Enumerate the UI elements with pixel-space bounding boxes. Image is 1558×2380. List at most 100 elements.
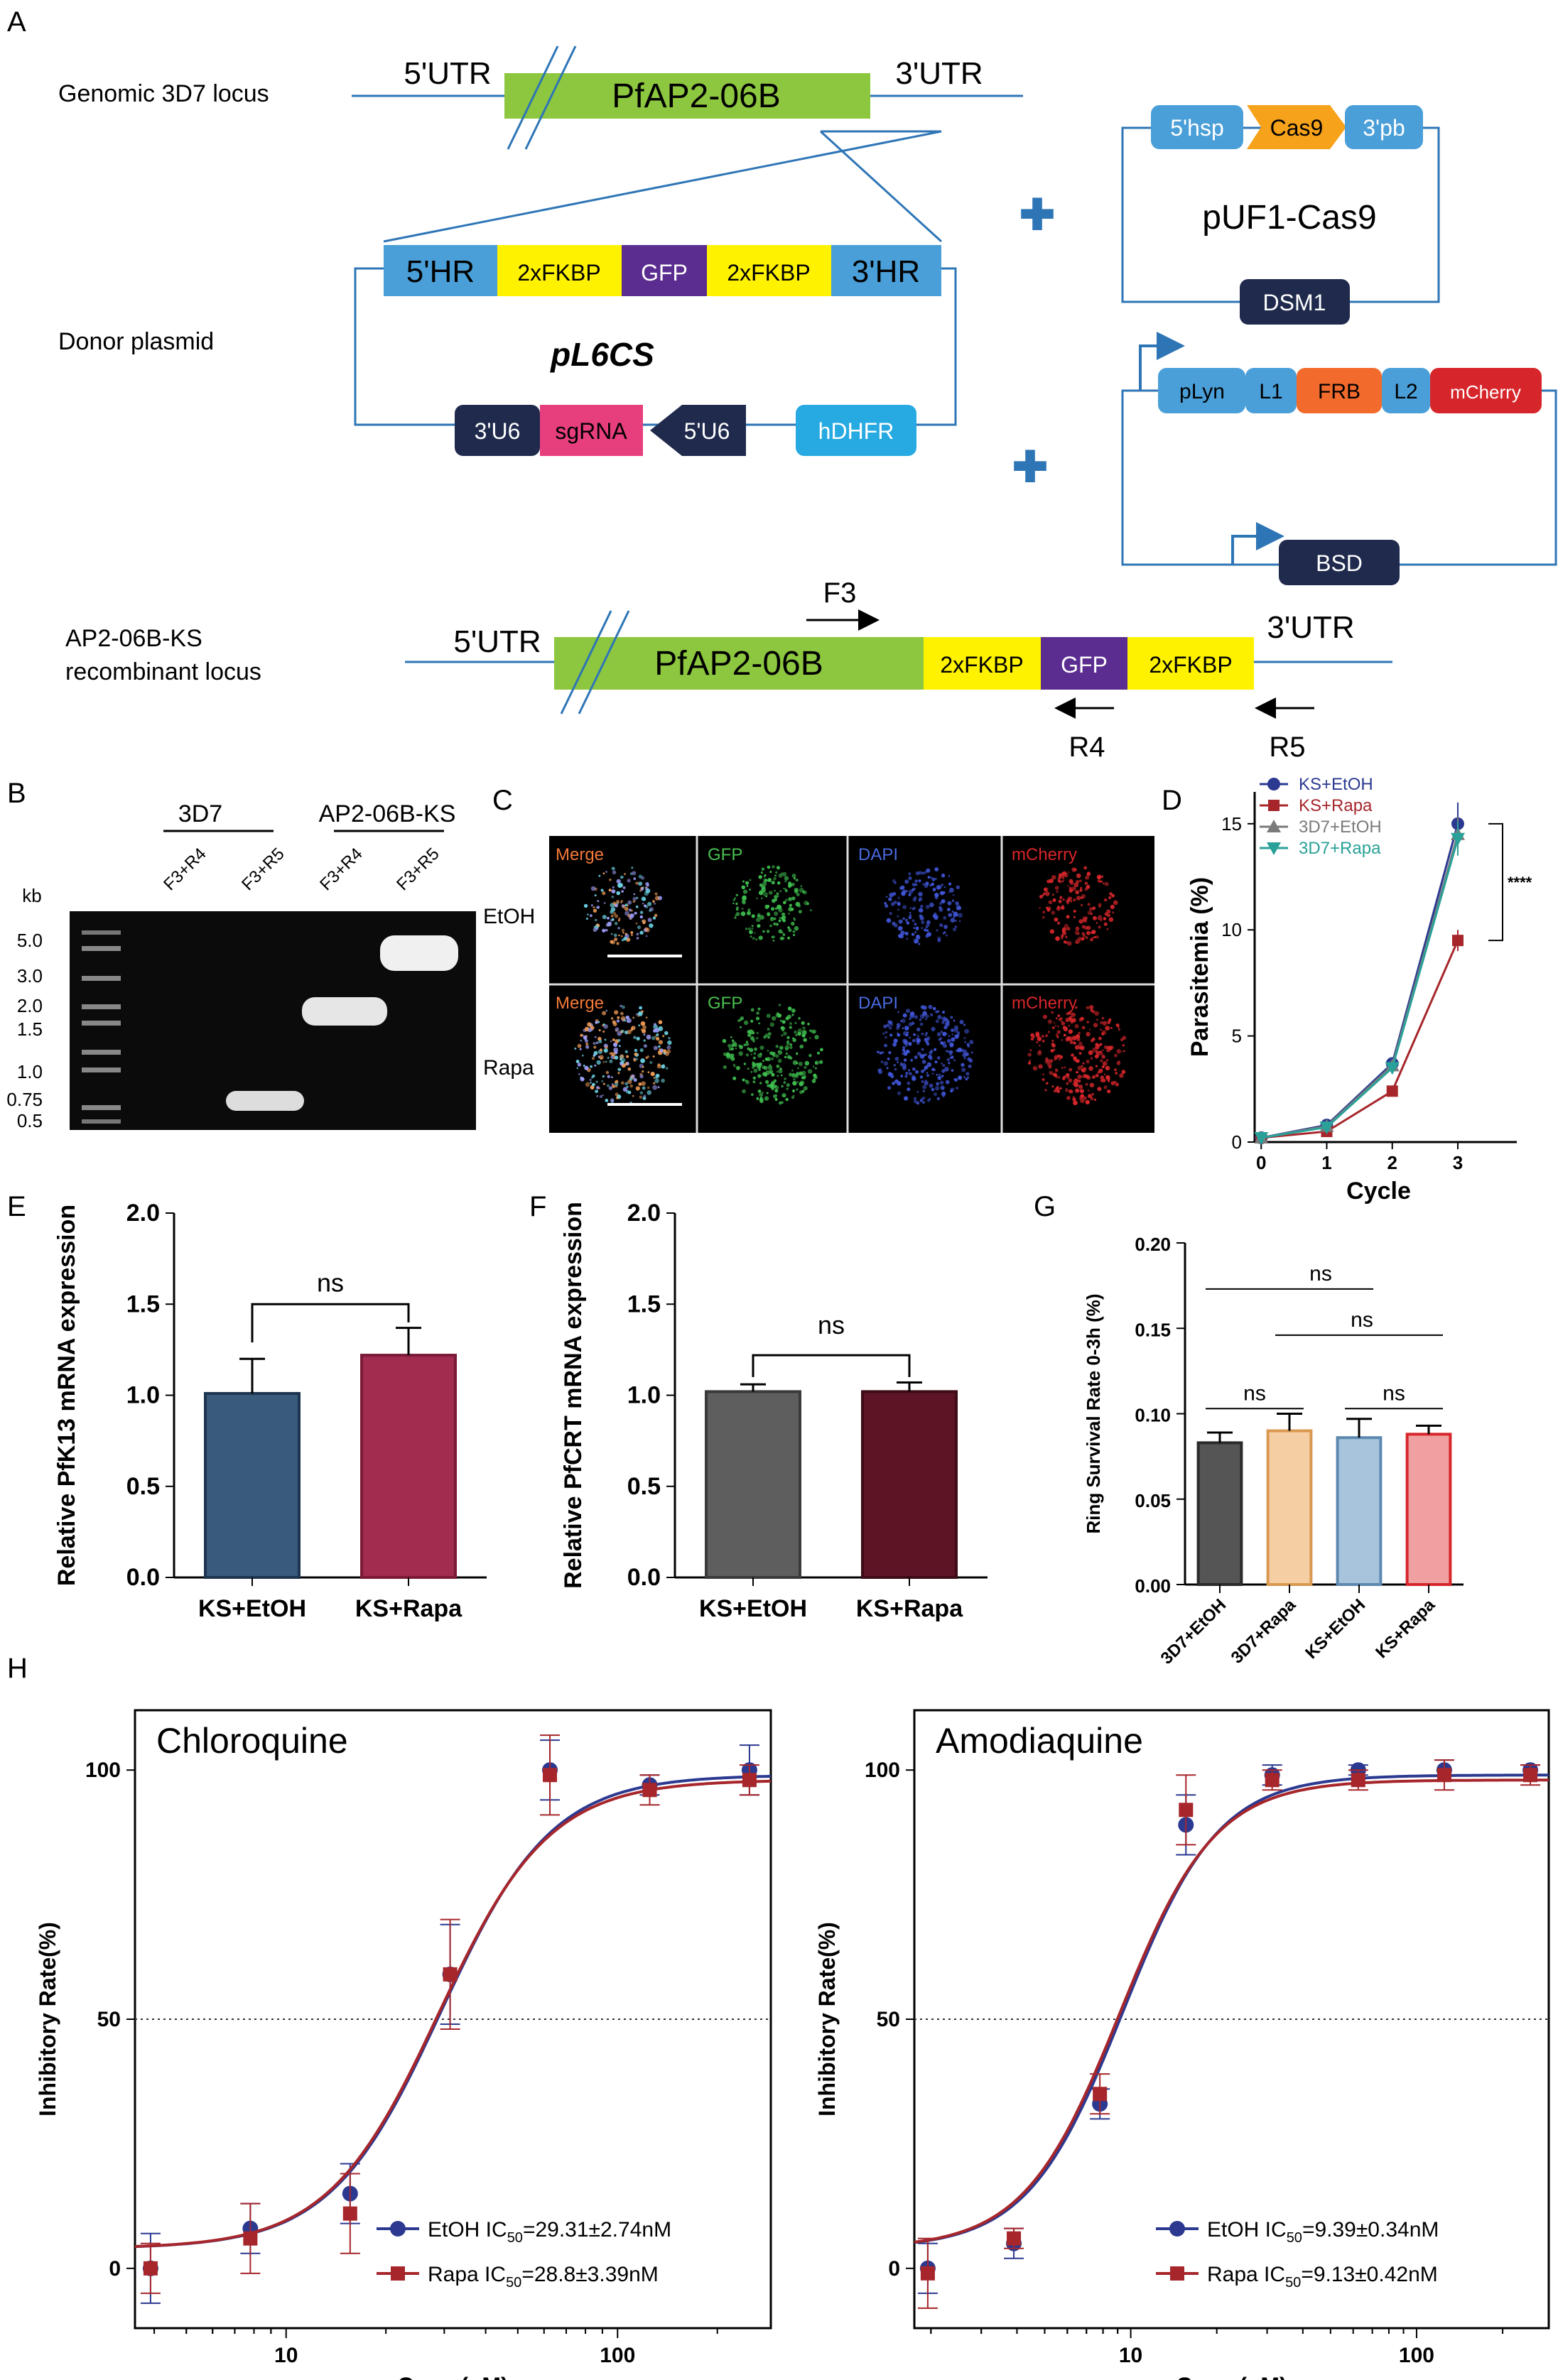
fluorescence-dot — [1090, 1057, 1093, 1060]
fluorescence-dot — [791, 1069, 794, 1072]
fluorescence-dot — [801, 1070, 806, 1076]
fluorescence-dot — [651, 1036, 656, 1040]
fluorescence-dot — [905, 1044, 908, 1047]
fluorescence-dot — [752, 1080, 756, 1084]
fluorescence-dot — [784, 876, 789, 881]
fluorescence-dot — [1068, 871, 1070, 874]
fluorescence-dot — [779, 917, 782, 920]
fluorescence-dot — [760, 1098, 763, 1102]
fluorescence-dot — [936, 1056, 941, 1060]
channel-label: DAPI — [858, 994, 898, 1013]
break-mark — [507, 45, 559, 150]
legend-label: KS+EtOH — [1299, 775, 1373, 794]
fluorescence-dot — [592, 1082, 595, 1087]
fluorescence-dot — [791, 1014, 794, 1016]
fluorescence-dot — [1076, 873, 1081, 879]
fluorescence-dot — [645, 1016, 648, 1018]
fluorescence-dot — [613, 1042, 618, 1047]
fluorescence-dot — [778, 929, 783, 934]
fluorescence-dot — [948, 1035, 951, 1038]
cas9-arrow — [1247, 105, 1346, 149]
fluorescence-dot — [639, 915, 643, 919]
hr3-label: 3'HR — [852, 254, 920, 289]
fluorescence-dot — [912, 898, 916, 902]
fluorescence-dot — [950, 918, 956, 923]
fluorescence-dot — [963, 1037, 966, 1040]
fluorescence-dot — [1115, 1023, 1120, 1027]
fluorescence-dot — [725, 1053, 731, 1058]
fluorescence-dot — [920, 904, 924, 908]
fluorescence-dot — [936, 1097, 941, 1101]
fluorescence-dot — [596, 906, 600, 909]
gel-band — [380, 935, 458, 971]
y-axis-label: Ring Survival Rate 0-3h (%) — [1083, 1293, 1104, 1533]
fluorescence-dot — [638, 1082, 642, 1086]
fluorescence-dot — [1113, 900, 1118, 906]
fluorescence-dot — [1086, 1074, 1090, 1078]
fluorescence-dot — [595, 1080, 598, 1083]
fluorescence-dot — [1044, 1059, 1049, 1064]
fluorescence-dot — [1049, 929, 1055, 934]
fluorescence-dot — [1103, 1045, 1108, 1050]
fluorescence-dot — [794, 889, 799, 894]
fluorescence-dot — [779, 1067, 782, 1070]
fluorescence-dot — [665, 1067, 669, 1070]
fluorescence-dot — [1052, 1026, 1055, 1029]
fluorescence-dot — [740, 1026, 742, 1028]
fluorescence-dot — [603, 1048, 608, 1053]
fluorescence-dot — [1079, 1089, 1084, 1094]
fluorescence-dot — [1101, 1065, 1105, 1068]
fluorescence-dot — [656, 1033, 659, 1036]
fluorescence-dot — [1085, 936, 1088, 939]
fluorescence-dot — [894, 881, 897, 884]
fluorescence-dot — [1090, 1097, 1094, 1101]
fluorescence-dot — [640, 1058, 645, 1063]
fluorescence-dot — [904, 879, 909, 884]
fluorescence-dot — [801, 1030, 807, 1036]
fluorescence-dot — [933, 1068, 936, 1071]
fluorescence-dot — [647, 901, 652, 906]
fluorescence-dot — [584, 1065, 589, 1070]
fluorescence-dot — [941, 1021, 945, 1024]
fluorescence-dot — [647, 918, 652, 923]
fluorescence-dot — [922, 1005, 927, 1010]
fluorescence-dot — [924, 1065, 929, 1070]
x-tick-label: 100 — [600, 2344, 635, 2367]
fluorescence-dot — [1089, 907, 1093, 911]
fluorescence-dot — [900, 930, 905, 935]
fluorescence-dot — [1071, 886, 1076, 891]
fluorescence-dot — [782, 1094, 786, 1097]
fluorescence-dot — [1051, 893, 1054, 896]
fluorescence-dot — [1055, 1033, 1059, 1037]
fluorescence-dot — [1092, 915, 1097, 920]
fluorescence-dot — [759, 1097, 763, 1099]
fluorescence-dot — [958, 920, 961, 923]
fluorescence-dot — [931, 877, 936, 881]
fluorescence-dot — [616, 891, 620, 896]
fluorescence-dot — [609, 879, 612, 881]
fluorescence-dot — [934, 866, 939, 871]
fluorescence-dot — [602, 1075, 605, 1077]
fluorescence-dot — [654, 896, 660, 901]
fluorescence-dot — [1091, 930, 1096, 935]
fluorescence-dot — [1032, 1065, 1038, 1071]
fluorescence-dot — [1115, 1082, 1120, 1087]
fluorescence-dot — [758, 875, 762, 879]
fluorescence-dot — [769, 1083, 774, 1088]
fluorescence-dot — [769, 917, 774, 922]
fluorescence-dot — [938, 1073, 941, 1076]
fluorescence-dot — [961, 1063, 965, 1067]
fluorescence-dot — [926, 1036, 931, 1040]
fluorescence-dot — [767, 1084, 770, 1087]
fluorescence-dot — [745, 1080, 750, 1085]
fluorescence-dot — [610, 910, 614, 914]
fluorescence-dot — [948, 891, 951, 893]
fluorescence-dot — [951, 911, 954, 913]
fit-curve — [914, 1778, 1549, 2244]
fluorescence-dot — [791, 1096, 794, 1099]
fluorescence-dot — [1088, 1050, 1093, 1055]
fluorescence-dot — [921, 1060, 926, 1064]
bar — [1196, 1441, 1243, 1587]
fluorescence-dot — [620, 935, 623, 938]
fluorescence-dot — [952, 893, 955, 896]
